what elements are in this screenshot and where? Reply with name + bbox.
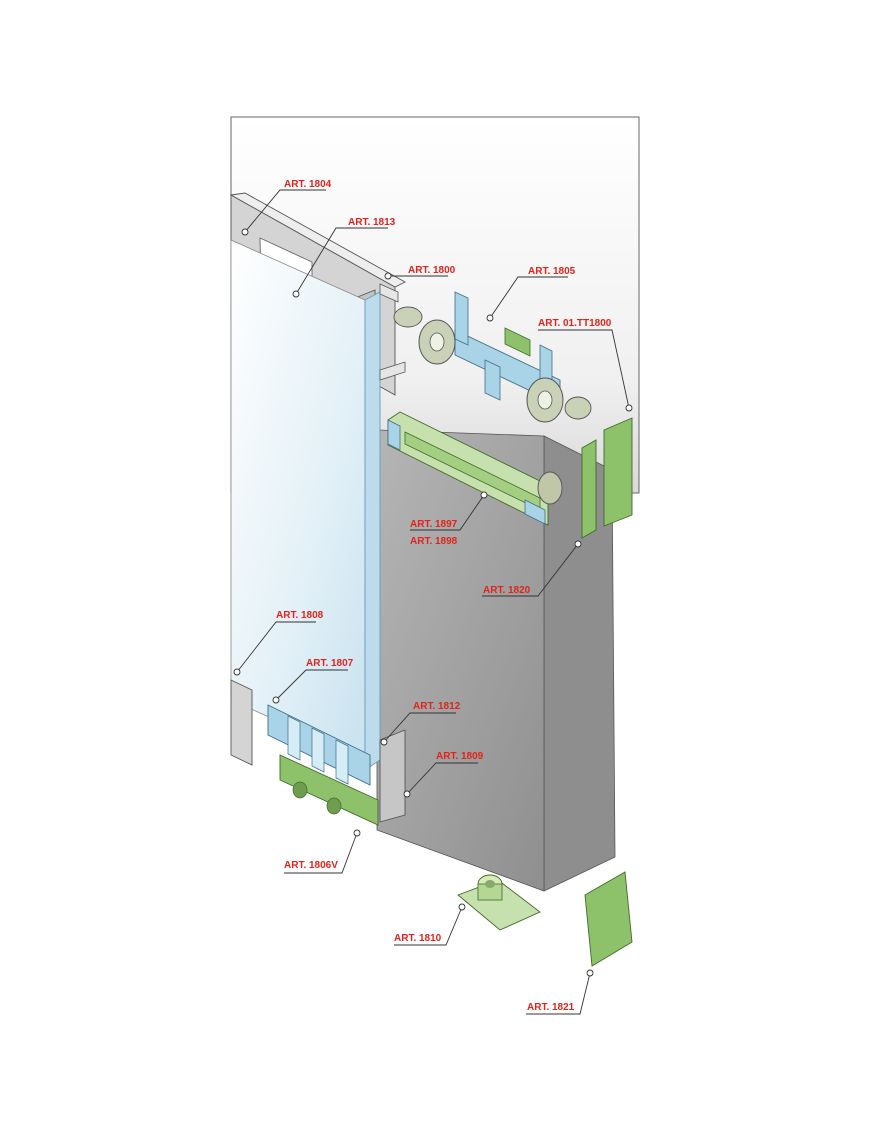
callout-art-1897-1898: ART. 1897 ART. 1898 bbox=[410, 491, 488, 547]
track-end-bracket bbox=[379, 283, 406, 381]
floor-end-cover bbox=[584, 871, 633, 967]
label-art-1808: ART. 1808 bbox=[276, 610, 324, 621]
bottom-floor-profile bbox=[230, 679, 406, 823]
callout-art-1809: ART. 1809 bbox=[403, 751, 484, 798]
label-art-1800: ART. 1800 bbox=[408, 265, 456, 276]
label-art-1810: ART. 1810 bbox=[394, 933, 442, 944]
label-art-1821: ART. 1821 bbox=[527, 1002, 575, 1013]
callout-art-1800: ART. 1800 bbox=[384, 265, 456, 280]
label-art-1809: ART. 1809 bbox=[436, 751, 484, 762]
soft-close-mechanism bbox=[387, 411, 563, 526]
glass-door bbox=[230, 239, 381, 771]
callout-art-1804: ART. 1804 bbox=[241, 179, 332, 236]
callout-art-1810: ART. 1810 bbox=[394, 903, 466, 946]
label-art-1805: ART. 1805 bbox=[528, 266, 576, 277]
callout-art-1806v: ART. 1806V bbox=[284, 829, 361, 874]
label-art-1807: ART. 1807 bbox=[306, 658, 354, 669]
label-art-1812: ART. 1812 bbox=[413, 701, 461, 712]
callout-art-1812: ART. 1812 bbox=[380, 701, 461, 746]
callout-art-01tt1800: ART. 01.TT1800 bbox=[538, 318, 633, 412]
wall-pillar bbox=[376, 429, 616, 892]
callout-art-1820: ART. 1820 bbox=[482, 540, 582, 597]
label-art-1820: ART. 1820 bbox=[483, 585, 531, 596]
bottom-guide bbox=[267, 704, 379, 826]
label-art-1897: ART. 1897 bbox=[410, 519, 458, 530]
label-art-1804: ART. 1804 bbox=[284, 179, 332, 190]
callout-art-1821: ART. 1821 bbox=[526, 969, 594, 1015]
callout-art-1808: ART. 1808 bbox=[233, 610, 324, 676]
floor-guide-plate bbox=[457, 874, 541, 931]
callout-art-1805: ART. 1805 bbox=[486, 266, 576, 322]
callout-art-1813: ART. 1813 bbox=[292, 217, 396, 298]
label-art-1898: ART. 1898 bbox=[410, 536, 458, 547]
callout-art-1807: ART. 1807 bbox=[272, 658, 354, 704]
label-art-01tt1800: ART. 01.TT1800 bbox=[538, 318, 612, 329]
roller-carriage bbox=[393, 291, 592, 423]
label-art-1806v: ART. 1806V bbox=[284, 860, 338, 871]
end-cover-plates bbox=[581, 417, 633, 539]
label-art-1813: ART. 1813 bbox=[348, 217, 396, 228]
